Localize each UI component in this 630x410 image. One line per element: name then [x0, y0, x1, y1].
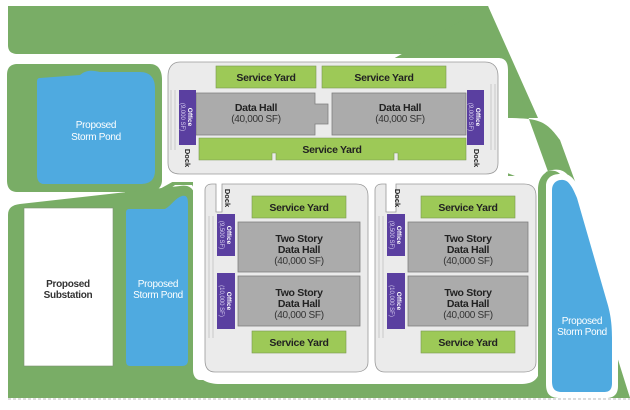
office-label: Office	[395, 226, 402, 245]
substation	[23, 207, 114, 367]
pond-label-line2: Storm Pond	[71, 132, 121, 143]
service-yard-label: Service Yard	[302, 144, 361, 156]
pond-label-line2: Storm Pond	[557, 327, 607, 338]
data-hall-area: (40,000 SF)	[231, 114, 281, 125]
dock-label: Dock	[223, 189, 232, 208]
office-label: Office	[186, 108, 193, 127]
truck-stalls	[378, 216, 384, 338]
data-hall-label: Data Hall	[447, 244, 490, 256]
data-hall-label: Data Hall	[447, 298, 490, 310]
service-yard-top-left	[215, 65, 317, 89]
office-upper	[217, 214, 235, 256]
data-hall-label: Data Hall	[278, 298, 321, 310]
data-hall-area: (40,000 SF)	[375, 114, 425, 125]
service-yard-label: Service Yard	[236, 72, 295, 84]
data-hall-label: Two Story	[444, 287, 492, 299]
office-lower	[387, 273, 405, 329]
office-upper	[387, 214, 405, 256]
truck-stalls-left	[170, 90, 176, 150]
pond-label-line1: Proposed	[562, 316, 602, 327]
storm-pond-2-label: Proposed Storm Pond	[133, 279, 183, 301]
pond-label-line2: Storm Pond	[133, 290, 183, 301]
lower-building-1: Service Yard Two Story Data Hall (40,000…	[204, 183, 369, 373]
substation-label-line1: Proposed	[46, 279, 90, 290]
storm-pond-3	[552, 179, 612, 392]
service-yard	[251, 330, 347, 354]
service-yard-label: Service Yard	[438, 202, 497, 214]
service-yard-top-right	[321, 65, 447, 89]
service-yard-label: Service Yard	[354, 72, 413, 84]
service-yard	[420, 195, 516, 219]
data-hall-area: (40,000 SF)	[274, 310, 324, 321]
office-area: (9,000 SF)	[179, 103, 185, 131]
office-label: Office	[225, 226, 232, 245]
office-area: (9,500 SF)	[218, 221, 224, 249]
office-area: (9,500 SF)	[388, 221, 394, 249]
pond-label-line1: Proposed	[76, 120, 116, 131]
data-hall-top-left	[195, 92, 329, 136]
substation-label-line2: Substation	[44, 290, 93, 301]
office-label: Office	[395, 292, 402, 311]
storm-pond-3-label: Proposed Storm Pond	[557, 316, 607, 338]
office-area: (9,000 SF)	[467, 103, 473, 131]
office-lower	[217, 273, 235, 329]
data-hall-area: (40,000 SF)	[274, 256, 324, 267]
pond-label-line1: Proposed	[138, 279, 178, 290]
data-hall-label: Two Story	[275, 287, 323, 299]
office-area: (10,000 SF)	[388, 285, 394, 317]
service-yard	[251, 195, 347, 219]
lower-building-2: Service Yard Two Story Data Hall (40,000…	[374, 183, 537, 373]
data-hall-label: Data Hall	[379, 102, 422, 114]
data-hall-label: Two Story	[444, 233, 492, 245]
office-top-right	[467, 90, 484, 145]
data-hall-label: Data Hall	[278, 244, 321, 256]
service-yard-label: Service Yard	[269, 337, 328, 349]
data-hall-label: Two Story	[275, 233, 323, 245]
data-hall-area: (40,000 SF)	[443, 256, 493, 267]
data-hall-label: Data Hall	[235, 102, 278, 114]
service-yard-top-bottom	[198, 137, 467, 161]
service-yard	[420, 330, 516, 354]
two-story-data-hall-lower	[237, 275, 361, 327]
service-yard-label: Service Yard	[269, 202, 328, 214]
truck-stalls	[208, 216, 214, 338]
two-story-data-hall-upper	[237, 221, 361, 273]
two-story-data-hall-lower	[407, 275, 529, 327]
two-story-data-hall-upper	[407, 221, 529, 273]
storm-pond-1-label: Proposed Storm Pond	[71, 120, 121, 143]
office-label: Office	[225, 292, 232, 311]
dock-label: Dock	[472, 149, 481, 168]
service-yard-label: Service Yard	[438, 337, 497, 349]
dock-label: Dock	[183, 149, 192, 168]
green-space-top	[8, 6, 538, 118]
storm-pond-2	[126, 195, 188, 366]
data-hall-area: (40,000 SF)	[443, 310, 493, 321]
top-building: Service Yard Service Yard Data Hall (40,…	[167, 61, 499, 175]
office-label: Office	[474, 108, 481, 127]
truck-stalls-right	[490, 84, 496, 150]
dock-label: Dock	[393, 189, 402, 208]
data-hall-top-right	[331, 92, 467, 136]
office-area: (10,000 SF)	[218, 285, 224, 317]
office-top-left	[179, 90, 196, 145]
substation-label: Proposed Substation	[44, 279, 93, 301]
storm-pond-1	[37, 70, 155, 184]
